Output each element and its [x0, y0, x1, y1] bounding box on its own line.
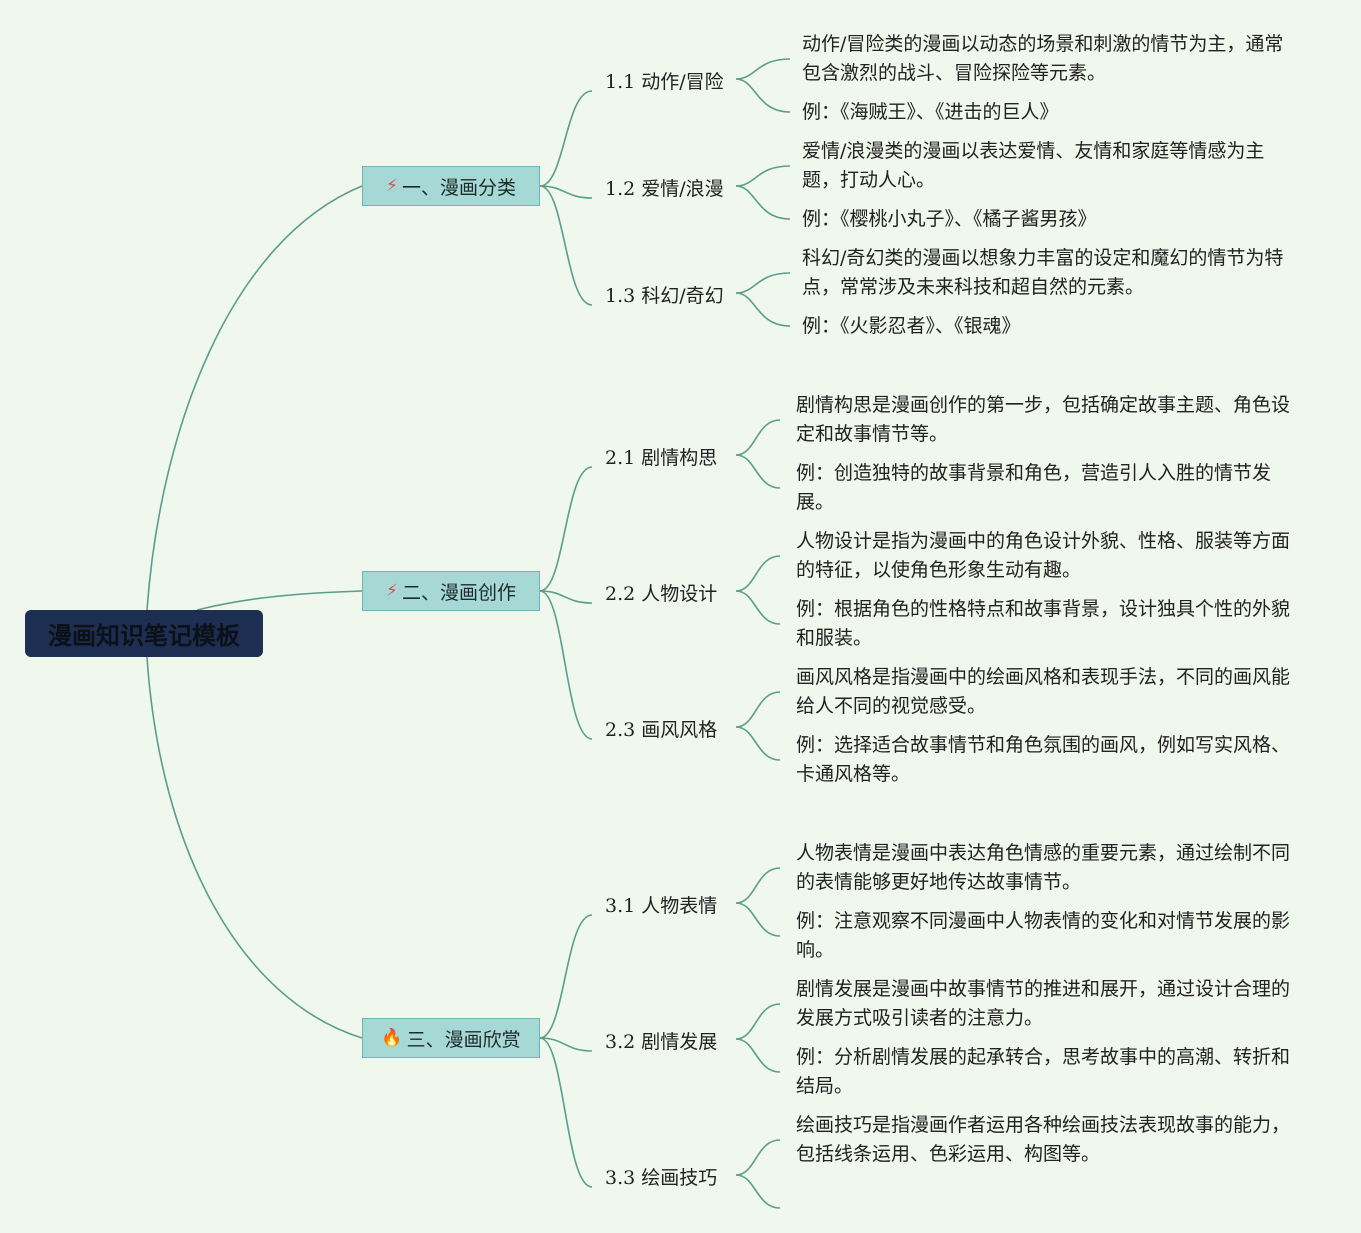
magic-wand-icon: ⚡ — [386, 581, 398, 601]
leaf-link-2-3-a — [735, 691, 781, 728]
leaf-desc-2-2: 人物设计是指为漫画中的角色设计外貌、性格、服装等方面的特征，以使角色形象生动有趣… — [796, 530, 1291, 581]
leaf-link-3-2-a — [735, 1003, 781, 1040]
branch-link-3-1 — [539, 914, 593, 1039]
branch-label: 一、漫画分类 — [401, 176, 516, 199]
leaf-example-2-1: 例：创造独特的故事背景和角色，营造引人入胜的情节发展。 — [796, 462, 1272, 513]
leaf-desc-3-3: 绘画技巧是指漫画作者运用各种绘画技法表现故事的能力，包括线条运用、色彩运用、构图… — [796, 1114, 1291, 1165]
sub-number: 2.1 — [605, 447, 636, 469]
leaf-link-1-1-b — [735, 78, 791, 113]
branch-node-classification[interactable]: ⚡ 一、漫画分类 — [362, 166, 540, 206]
leaf-desc-3-2: 剧情发展是漫画中故事情节的推进和展开，通过设计合理的发展方式吸引读者的注意力。 — [796, 978, 1291, 1029]
sub-number: 1.1 — [605, 71, 636, 93]
leaf-link-3-3-a — [735, 1139, 781, 1176]
sub-label: 绘画技巧 — [641, 1167, 718, 1189]
branch-label: 三、漫画欣赏 — [406, 1028, 521, 1051]
leaf-example-1-1: 例：《海贼王》、《进击的巨人》 — [802, 101, 1059, 123]
root-link-1 — [146, 185, 363, 611]
sub-label: 剧情发展 — [641, 1031, 718, 1053]
leaf-example-2-2: 例：根据角色的性格特点和故事背景，设计独具个性的外貌和服装。 — [796, 598, 1291, 649]
leaf-link-2-2-a — [735, 555, 781, 592]
leaf-link-3-1-b — [735, 902, 781, 937]
leaf-example-1-3: 例：《火影忍者》、《银魂》 — [802, 315, 1021, 337]
leaf-example-3-2: 例：分析剧情发展的起承转合，思考故事中的高潮、转折和结局。 — [796, 1046, 1291, 1097]
sub-number: 2.2 — [605, 583, 636, 605]
sub-label: 人物设计 — [641, 583, 718, 605]
sub-label: 动作/冒险 — [641, 71, 724, 93]
leaf-desc-1-3: 科幻/奇幻类的漫画以想象力丰富的设定和魔幻的情节为特点，常常涉及未来科技和超自然… — [802, 247, 1284, 298]
sub-node-1-2[interactable]: 1.2 爱情/浪漫 — [605, 174, 724, 201]
leaf-desc-2-1: 剧情构思是漫画创作的第一步，包括确定故事主题、角色设定和故事情节等。 — [796, 394, 1291, 445]
branch-link-2-3 — [539, 590, 593, 740]
branch-node-creation[interactable]: ⚡ 二、漫画创作 — [362, 571, 540, 611]
leaf-link-1-2-a — [735, 165, 791, 187]
leaf-link-2-1-a — [735, 419, 781, 456]
fire-icon: 🔥 — [381, 1028, 403, 1048]
branch-link-1-2 — [539, 185, 593, 199]
leaf-desc-3-1: 人物表情是漫画中表达角色情感的重要元素，通过绘制不同的表情能够更好地传达故事情节… — [796, 842, 1291, 893]
sub-number: 2.3 — [605, 719, 636, 741]
sub-number: 3.2 — [605, 1031, 636, 1053]
magic-wand-icon: ⚡ — [386, 176, 398, 196]
root-link-2 — [196, 590, 363, 611]
sub-label: 人物表情 — [641, 895, 718, 917]
leaf-desc-1-1: 动作/冒险类的漫画以动态的场景和刺激的情节为主，通常包含激烈的战斗、冒险探险等元… — [802, 33, 1284, 84]
sub-node-3-1[interactable]: 3.1 人物表情 — [605, 891, 717, 918]
leaf-desc-2-3: 画风风格是指漫画中的绘画风格和表现手法，不同的画风能给人不同的视觉感受。 — [796, 666, 1291, 717]
leaf-link-3-1-a — [735, 867, 781, 904]
sub-number: 1.2 — [605, 178, 636, 200]
sub-number: 1.3 — [605, 285, 636, 307]
sub-node-1-3[interactable]: 1.3 科幻/奇幻 — [605, 281, 724, 308]
sub-node-3-3[interactable]: 3.3 绘画技巧 — [605, 1163, 717, 1190]
leaf-example-1-2: 例：《樱桃小丸子》、《橘子酱男孩》 — [802, 208, 1097, 230]
branch-link-1-3 — [539, 185, 593, 306]
sub-label: 科幻/奇幻 — [641, 285, 724, 307]
branch-link-3-3 — [539, 1037, 593, 1188]
sub-label: 剧情构思 — [641, 447, 718, 469]
leaf-link-2-2-b — [735, 590, 781, 625]
leaf-link-1-3-a — [735, 272, 791, 294]
leaf-link-2-1-b — [735, 454, 781, 489]
sub-number: 3.3 — [605, 1167, 636, 1189]
sub-node-2-2[interactable]: 2.2 人物设计 — [605, 579, 717, 606]
leaf-link-3-3-b — [735, 1174, 781, 1209]
sub-node-3-2[interactable]: 3.2 剧情发展 — [605, 1027, 717, 1054]
leaf-example-3-1: 例：注意观察不同漫画中人物表情的变化和对情节发展的影响。 — [796, 910, 1291, 961]
branch-link-2-1 — [539, 466, 593, 592]
sub-node-2-3[interactable]: 2.3 画风风格 — [605, 715, 717, 742]
leaf-example-2-3: 例：选择适合故事情节和角色氛围的画风，例如写实风格、卡通风格等。 — [796, 734, 1291, 785]
branch-label: 二、漫画创作 — [401, 581, 516, 604]
sub-label: 爱情/浪漫 — [641, 178, 724, 200]
root-label: 漫画知识笔记模板 — [48, 622, 240, 650]
leaf-link-2-3-b — [735, 726, 781, 761]
leaf-desc-1-2: 爱情/浪漫类的漫画以表达爱情、友情和家庭等情感为主题，打动人心。 — [802, 140, 1265, 191]
sub-number: 3.1 — [605, 895, 636, 917]
leaf-link-1-2-b — [735, 185, 791, 220]
sub-label: 画风风格 — [641, 719, 718, 741]
sub-node-2-1[interactable]: 2.1 剧情构思 — [605, 443, 717, 470]
branch-node-appreciation[interactable]: 🔥 三、漫画欣赏 — [362, 1018, 540, 1058]
leaf-link-3-2-b — [735, 1038, 781, 1073]
leaf-link-1-1-a — [735, 58, 791, 80]
leaf-link-1-3-b — [735, 292, 791, 327]
root-node[interactable]: 漫画知识笔记模板 — [25, 610, 263, 657]
branch-link-3-2 — [539, 1037, 593, 1052]
sub-node-1-1[interactable]: 1.1 动作/冒险 — [605, 67, 724, 94]
branch-link-2-2 — [539, 590, 593, 604]
root-link-3 — [146, 656, 363, 1039]
branch-link-1-1 — [539, 90, 593, 187]
